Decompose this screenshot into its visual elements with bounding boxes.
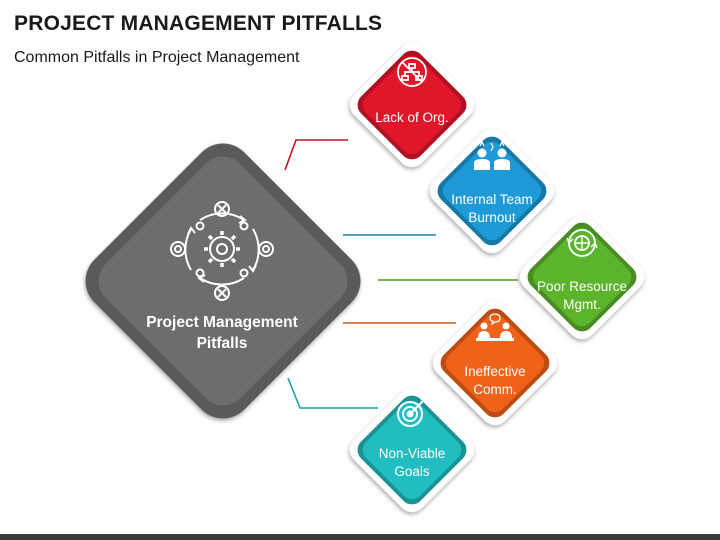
diamond-top-3 bbox=[532, 227, 632, 327]
pitfall-label-3a: Poor Resource bbox=[537, 279, 627, 294]
center-label-line1: Project Management bbox=[146, 314, 298, 331]
pitfall-label-2a: Internal Team bbox=[451, 192, 533, 207]
pitfall-label-1: Lack of Org. bbox=[375, 110, 449, 125]
pitfall-label-4a: Ineffective bbox=[464, 364, 525, 379]
pitfall-non-viable-goals: Non-Viable Goals bbox=[349, 387, 475, 513]
pitfall-label-5b: Goals bbox=[394, 464, 430, 479]
pitfall-ineffective-comm: Ineffective Comm. bbox=[432, 300, 558, 426]
pitfall-label-4b: Comm. bbox=[473, 382, 517, 397]
resource-cycle-icon bbox=[566, 229, 598, 257]
pitfall-label-3b: Mgmt. bbox=[563, 297, 601, 312]
gear-cycle-icon bbox=[170, 201, 274, 301]
diamond-top-1 bbox=[362, 55, 462, 155]
diamond-top-4 bbox=[445, 313, 545, 413]
diamond-top-5 bbox=[362, 400, 462, 500]
diamond-top-2 bbox=[442, 141, 542, 241]
pitfall-poor-resource-mgmt: Poor Resource Mgmt. bbox=[519, 214, 645, 340]
center-label-line2: Pitfalls bbox=[197, 335, 248, 352]
pitfall-internal-team-burnout: Internal Team Burnout bbox=[429, 128, 555, 254]
center-diamond-face bbox=[98, 156, 348, 406]
page-title: PROJECT MANAGEMENT PITFALLS bbox=[14, 12, 383, 35]
page-subtitle: Common Pitfalls in Project Management bbox=[14, 49, 300, 66]
connectors bbox=[284, 139, 518, 409]
bottom-bar bbox=[0, 534, 720, 540]
pitfall-lack-of-org: Lack of Org. bbox=[349, 42, 475, 168]
target-icon bbox=[397, 397, 427, 427]
pitfall-label-2b: Burnout bbox=[468, 210, 516, 225]
connector-5 bbox=[287, 377, 378, 409]
communication-icon bbox=[476, 313, 514, 341]
stressed-team-icon bbox=[474, 140, 510, 170]
pitfall-label-5a: Non-Viable bbox=[379, 446, 446, 461]
connector-1 bbox=[284, 139, 348, 171]
center-diamond: Project Management Pitfalls bbox=[85, 143, 361, 419]
no-structure-icon bbox=[397, 57, 427, 87]
